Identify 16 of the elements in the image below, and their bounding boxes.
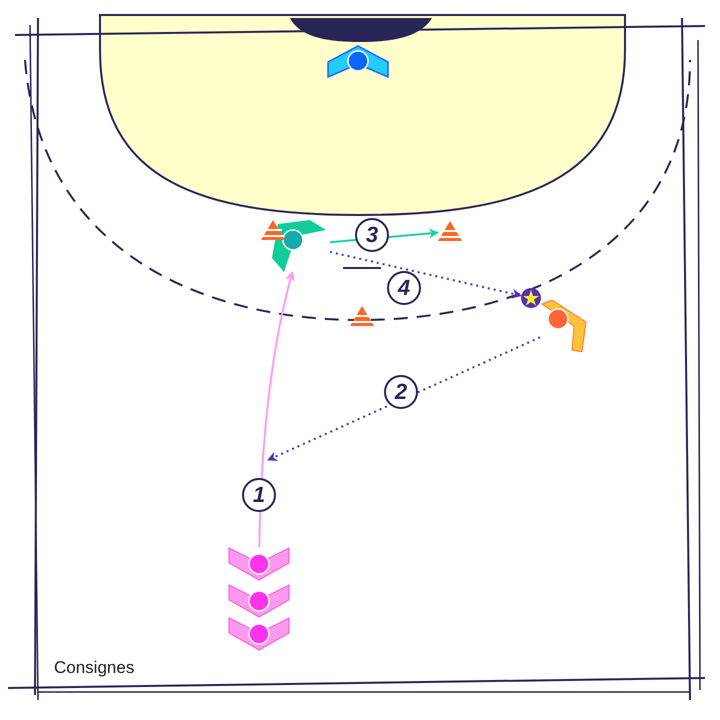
- note-text: Consignes: [54, 657, 134, 679]
- edge-label: 4: [387, 271, 421, 305]
- player-icon: [228, 617, 290, 651]
- goalkeeper-icon: [326, 44, 390, 78]
- edge-label: 1: [242, 478, 276, 512]
- arrow: [258, 271, 295, 548]
- edge-label: 2: [384, 375, 418, 409]
- cone-icon: [350, 306, 374, 327]
- cone-icon: [261, 220, 285, 241]
- player-icon: [228, 584, 290, 618]
- ball-icon: [521, 288, 541, 308]
- player-icon: [228, 547, 290, 581]
- arrow: [267, 336, 540, 461]
- edge-label: 3: [355, 218, 389, 252]
- arrow: [330, 250, 522, 299]
- cone-icon: [438, 221, 462, 242]
